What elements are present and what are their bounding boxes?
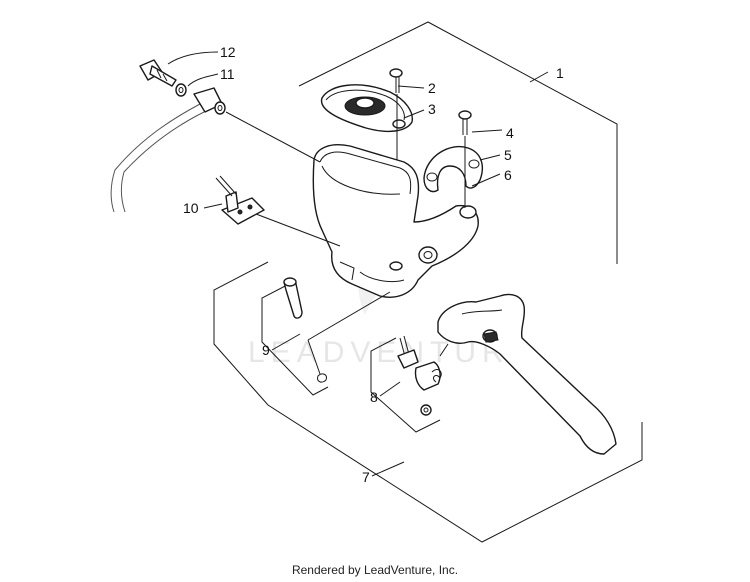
callout-3: 3 — [428, 101, 436, 117]
callout-5: 5 — [504, 147, 512, 163]
brake-hose — [110, 87, 223, 213]
reservoir-cap — [320, 84, 413, 133]
callout-12: 12 — [220, 44, 236, 60]
master-cylinder-body — [312, 144, 479, 298]
callout-10: 10 — [183, 200, 199, 216]
assembly-7-outline — [213, 261, 643, 543]
lever-adjuster — [397, 335, 449, 416]
handlebar-clamp — [423, 146, 484, 193]
brake-lever — [437, 293, 617, 455]
callout-2: 2 — [428, 80, 436, 96]
callout-9: 9 — [262, 342, 270, 358]
sealing-washer — [175, 83, 226, 115]
footer-credit: Rendered by LeadVenture, Inc. — [291, 563, 459, 577]
brake-light-switch — [215, 175, 341, 247]
assembly-1-outline — [298, 21, 618, 264]
clamp-screw — [458, 110, 472, 208]
callout-4: 4 — [506, 125, 514, 141]
assembly-9-outline — [261, 282, 329, 396]
callouts: 1 2 3 4 5 6 7 8 9 10 11 12 — [167, 44, 564, 485]
hose-leader — [225, 111, 321, 163]
banjo-bolt — [139, 59, 177, 87]
callout-6: 6 — [504, 167, 512, 183]
callout-8: 8 — [370, 389, 378, 405]
pivot-pin — [283, 277, 391, 383]
callout-7: 7 — [362, 469, 370, 485]
assembly-8-outline — [370, 337, 441, 433]
callout-11: 11 — [220, 66, 235, 82]
callout-1: 1 — [556, 65, 564, 81]
